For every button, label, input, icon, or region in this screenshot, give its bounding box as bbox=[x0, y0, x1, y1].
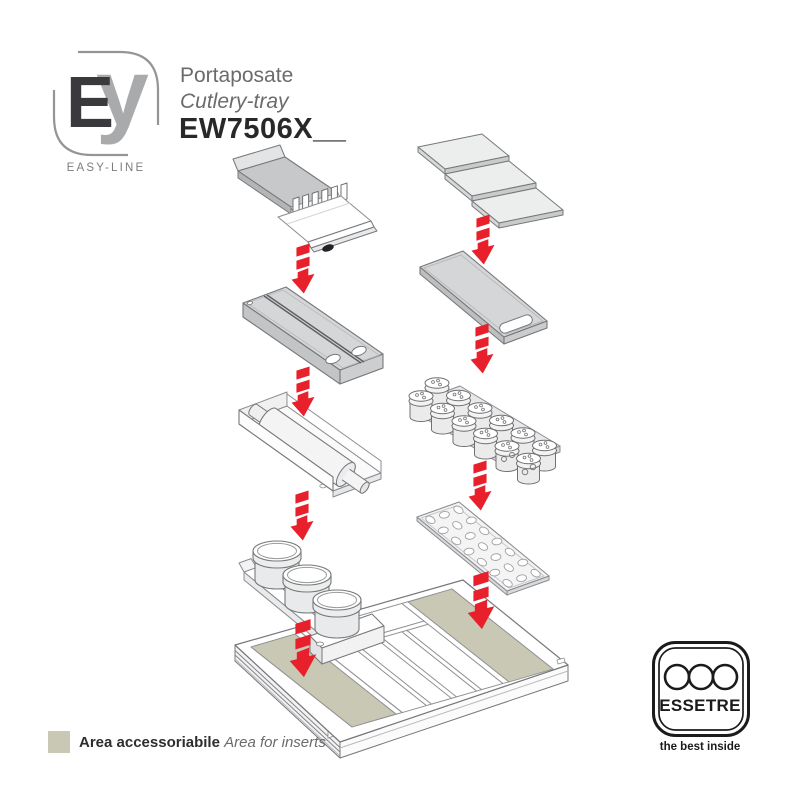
manufacturer-slogan: the best inside bbox=[659, 741, 741, 753]
round-container bbox=[312, 589, 362, 639]
assembly-arrow bbox=[291, 243, 315, 294]
mount-hole bbox=[322, 244, 334, 252]
knife-block-insert bbox=[232, 144, 378, 253]
essetre-logo bbox=[652, 641, 750, 737]
logo-circle bbox=[687, 663, 715, 691]
legend: Area accessoriabile Area for inserts bbox=[48, 731, 326, 753]
handle-hole bbox=[499, 314, 533, 334]
legend-label-italian: Area accessoriabile bbox=[79, 733, 220, 751]
product-title-italian: Portaposate bbox=[180, 64, 294, 87]
product-title-english: Cutlery-tray bbox=[180, 90, 289, 113]
rolling-pin bbox=[248, 403, 370, 494]
rolling-pin-holder bbox=[238, 391, 382, 498]
logo-circle bbox=[711, 663, 739, 691]
spice-jars-set bbox=[408, 377, 561, 485]
logo-frame-top-right bbox=[78, 50, 160, 125]
cutting-board bbox=[419, 250, 548, 345]
logo-letter-e: E bbox=[66, 63, 114, 143]
knife-board-insert bbox=[242, 286, 384, 385]
logo-frame-bottom-left bbox=[52, 90, 128, 157]
round-containers-rail bbox=[238, 540, 385, 665]
insert-area-swatch bbox=[48, 731, 70, 753]
assembly-arrow bbox=[468, 460, 492, 511]
manufacturer-name: ESSETRE bbox=[659, 696, 741, 715]
legend-text: Area accessoriabile Area for inserts bbox=[79, 734, 326, 751]
legend-label-english: Area for inserts bbox=[224, 733, 326, 751]
logo-circle bbox=[663, 663, 691, 691]
model-code: EW7506X__ bbox=[179, 113, 347, 145]
brand-tagline: EASY-LINE bbox=[66, 162, 146, 174]
step-divider-panel bbox=[417, 133, 564, 229]
logo-letter-y: y bbox=[96, 44, 149, 146]
easy-line-logo: y E bbox=[52, 44, 160, 157]
assembly-arrow bbox=[290, 490, 314, 541]
